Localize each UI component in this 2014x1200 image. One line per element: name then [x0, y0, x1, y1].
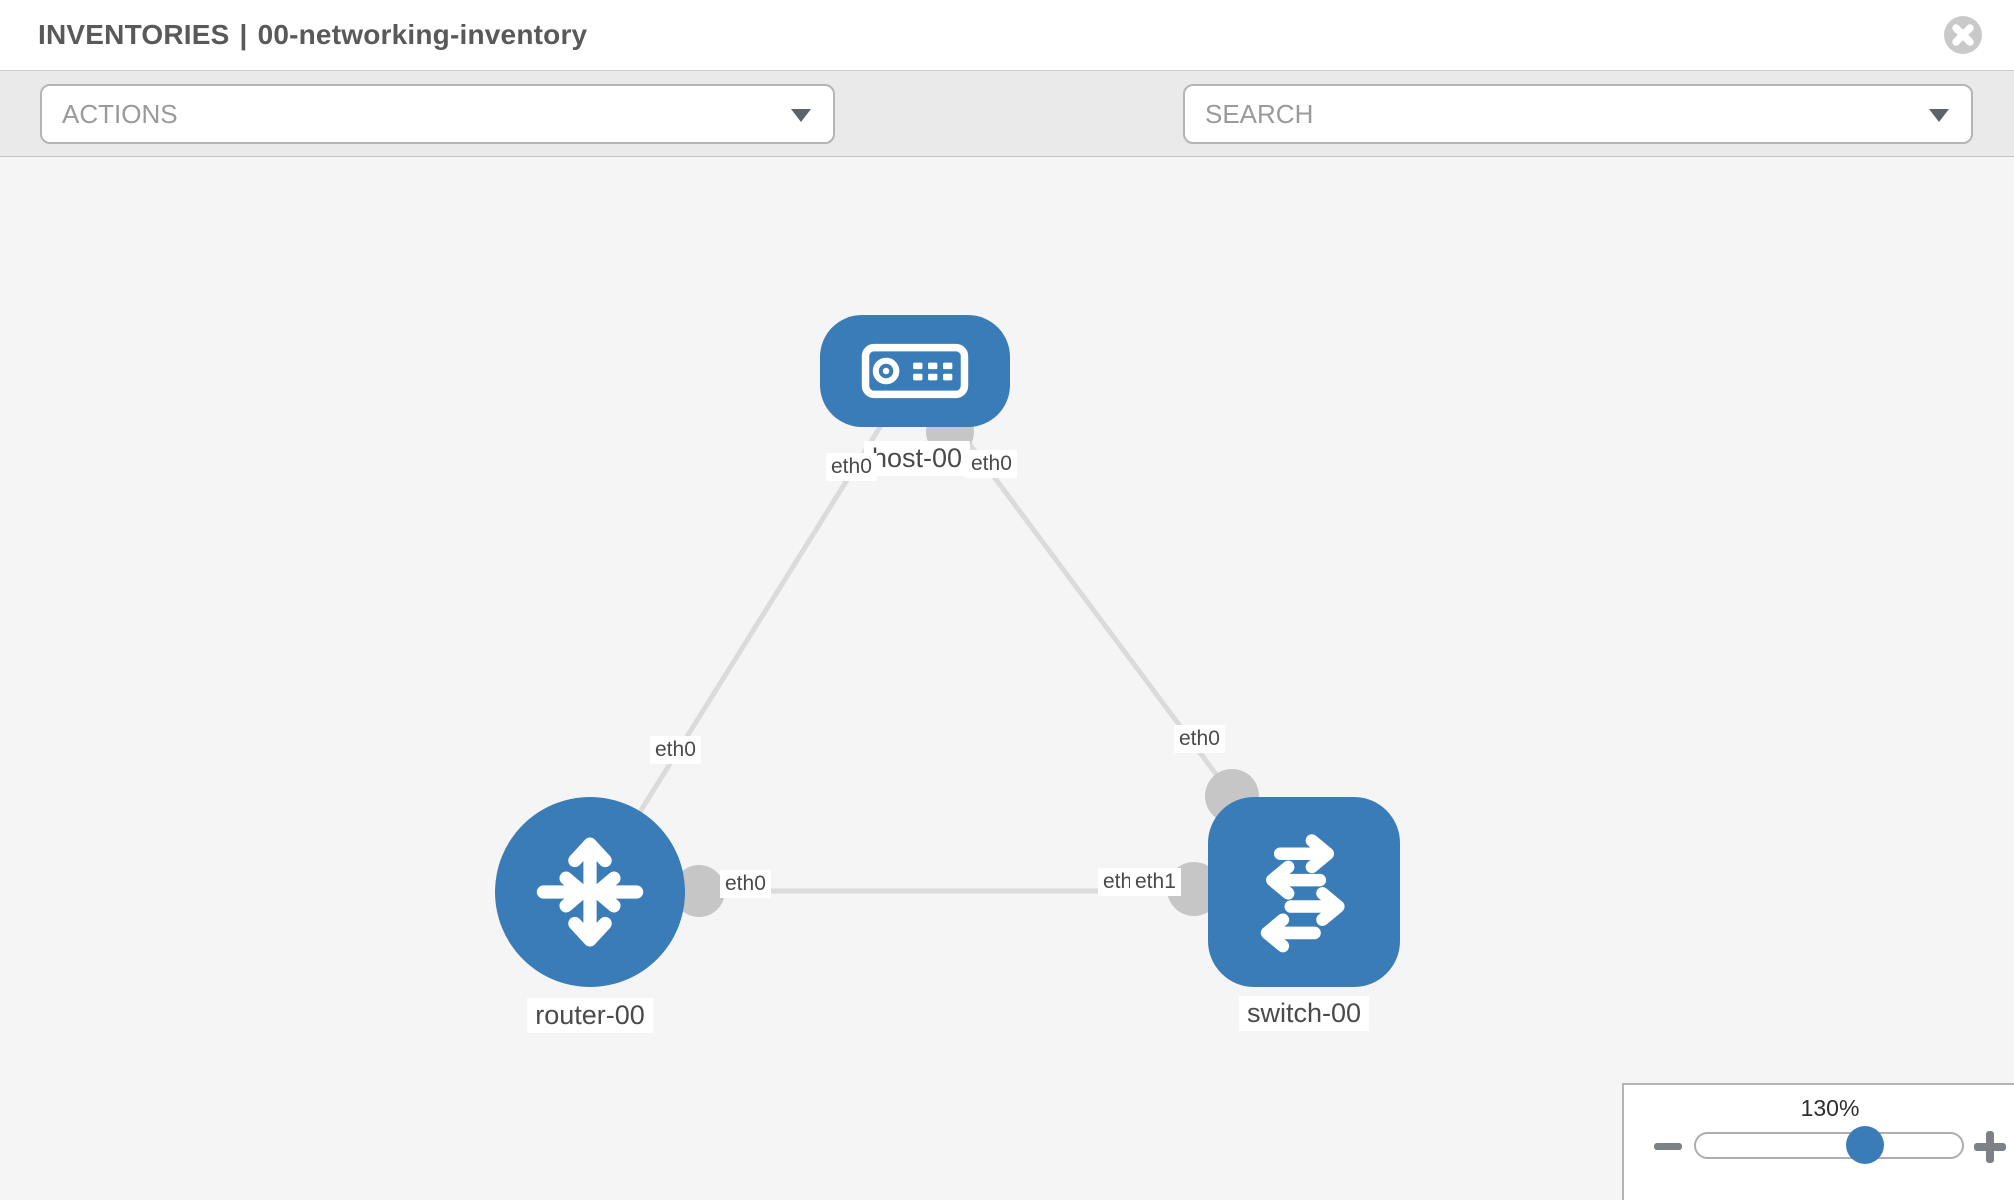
- node-label-host: host-00: [863, 441, 971, 476]
- port-label-switch-eth0-up: eth0: [1174, 725, 1225, 753]
- router-icon: [536, 837, 644, 947]
- node-host-00[interactable]: [820, 315, 1010, 427]
- zoom-panel: 130%: [1622, 1083, 2014, 1200]
- search-dropdown[interactable]: SEARCH: [1183, 84, 1973, 144]
- toolbar: ACTIONS SEARCH: [0, 70, 2014, 206]
- plus-icon: [1986, 1131, 1994, 1163]
- host-icon: [861, 343, 969, 399]
- header: INVENTORIES | 00-networking-inventory: [0, 0, 2014, 70]
- page-title-name: 00-networking-inventory: [257, 19, 588, 50]
- caret-down-icon: [1929, 109, 1949, 122]
- node-label-switch: switch-00: [1238, 996, 1370, 1031]
- topology-canvas[interactable]: [0, 157, 2014, 1200]
- page-title-section: INVENTORIES: [38, 19, 230, 50]
- zoom-in-button[interactable]: [1970, 1129, 2010, 1163]
- close-icon: [1944, 16, 1982, 54]
- page-title: INVENTORIES | 00-networking-inventory: [38, 0, 587, 70]
- node-router-00[interactable]: [495, 797, 685, 987]
- zoom-slider-track[interactable]: [1694, 1132, 1964, 1159]
- port-label-host-eth0-right: eth0: [966, 450, 1017, 478]
- actions-dropdown[interactable]: ACTIONS: [40, 84, 835, 144]
- node-switch-00[interactable]: [1208, 797, 1400, 987]
- port-label-switch-eth0-overlapped: eth0: [1098, 868, 1134, 896]
- zoom-level-value: 130%: [1800, 1095, 1860, 1121]
- port-label-router-eth0-up: eth0: [650, 736, 701, 764]
- search-dropdown-label: SEARCH: [1205, 99, 1314, 129]
- actions-dropdown-label: ACTIONS: [62, 99, 178, 129]
- port-label-switch-eth1: eth1: [1130, 868, 1181, 896]
- close-button[interactable]: [1943, 15, 1983, 55]
- page-title-separator: |: [239, 19, 248, 50]
- minus-icon: [1654, 1143, 1682, 1150]
- zoom-slider-handle[interactable]: [1846, 1126, 1884, 1164]
- caret-down-icon: [791, 109, 811, 122]
- port-label-host-eth0-left: eth0: [826, 453, 877, 481]
- port-label-router-eth0-right: eth0: [720, 870, 771, 898]
- node-label-router: router-00: [527, 998, 653, 1033]
- zoom-out-button[interactable]: [1648, 1131, 1688, 1161]
- switch-icon: [1260, 834, 1345, 953]
